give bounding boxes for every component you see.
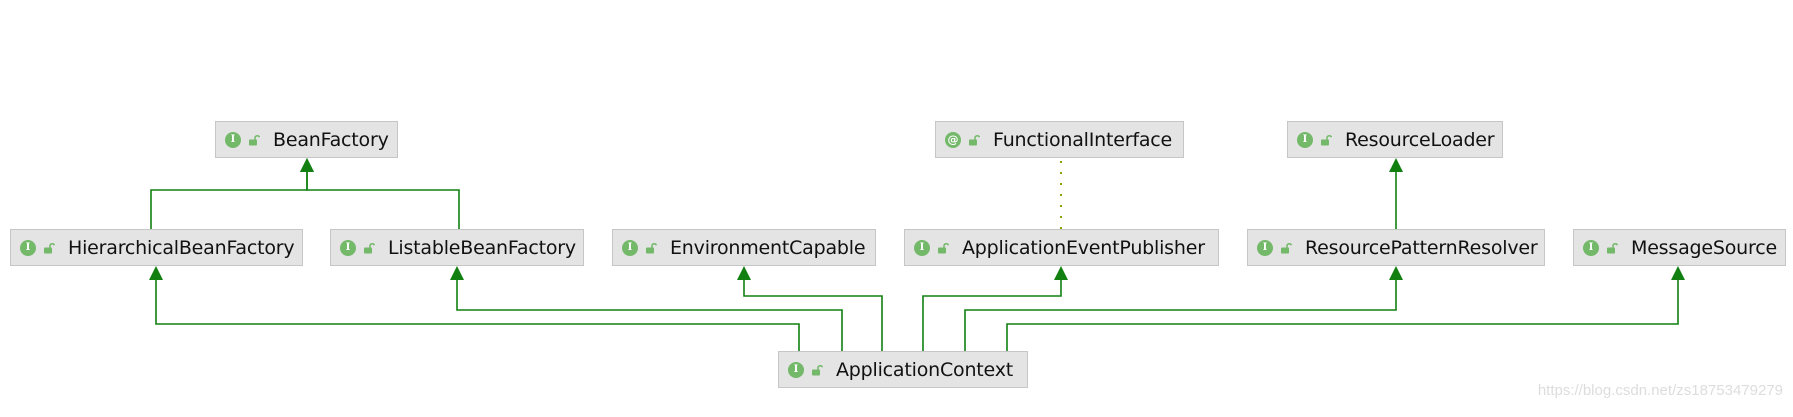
node-label: ListableBeanFactory (388, 236, 576, 259)
arrowhead-icon (1389, 266, 1403, 280)
inheritance-line (456, 278, 843, 351)
interface-type-icon: I (1297, 131, 1313, 148)
edge-application-context-to-hierarchical-bean-factory (149, 266, 800, 351)
unlocked-access-icon (812, 364, 823, 375)
watermark: https://blog.csdn.net/zs18753479279 (1537, 382, 1783, 399)
unlocked-access-icon (364, 242, 375, 253)
edge-application-context-to-listable-bean-factory (450, 266, 843, 351)
inheritance-line (306, 170, 460, 229)
inheritance-line (964, 278, 1397, 351)
inheritance-line (743, 278, 883, 351)
node-label: FunctionalInterface (993, 128, 1173, 151)
arrowhead-icon (450, 266, 464, 280)
edge-application-context-to-message-source (1006, 266, 1685, 351)
node-label: HierarchicalBeanFactory (68, 236, 295, 259)
node-message-source[interactable]: I MessageSource (1573, 229, 1786, 266)
arrowhead-icon (300, 158, 314, 172)
edge-resource-pattern-resolver-to-resource-loader (1389, 158, 1403, 229)
unlocked-access-icon (1281, 242, 1292, 253)
node-label: MessageSource (1631, 236, 1777, 259)
arrowhead-icon (1671, 266, 1685, 280)
unlocked-access-icon (44, 242, 55, 253)
edge-application-context-to-application-event-publisher (922, 266, 1068, 351)
unlocked-access-icon (938, 242, 949, 253)
node-environment-capable[interactable]: I EnvironmentCapable (612, 229, 876, 266)
interface-type-icon: I (1257, 239, 1273, 256)
inheritance-line (155, 278, 800, 351)
unlocked-access-icon (249, 134, 260, 145)
annotation-type-icon: @ (945, 131, 961, 148)
node-resource-pattern-resolver[interactable]: I ResourcePatternResolver (1247, 229, 1545, 266)
node-bean-factory[interactable]: I BeanFactory (215, 121, 398, 158)
node-label: BeanFactory (273, 128, 389, 151)
arrowhead-icon (1389, 158, 1403, 172)
node-functional-interface[interactable]: @ FunctionalInterface (935, 121, 1184, 158)
edge-listable-bean-factory-to-bean-factory (300, 158, 460, 229)
arrowhead-icon (737, 266, 751, 280)
inheritance-line (1006, 278, 1679, 351)
inheritance-line (922, 278, 1062, 351)
node-application-event-publisher[interactable]: I ApplicationEventPublisher (904, 229, 1219, 266)
interface-type-icon: I (914, 239, 930, 256)
interface-type-icon: I (788, 361, 804, 378)
node-application-context[interactable]: I ApplicationContext (778, 351, 1028, 388)
edge-application-context-to-resource-pattern-resolver (964, 266, 1403, 351)
inheritance-line (150, 170, 308, 229)
edge-application-context-to-environment-capable (737, 266, 883, 351)
arrowhead-icon (149, 266, 163, 280)
unlocked-access-icon (1321, 134, 1332, 145)
arrowhead-icon (1054, 266, 1068, 280)
node-label: EnvironmentCapable (670, 236, 866, 259)
unlocked-access-icon (1607, 242, 1618, 253)
node-hierarchical-bean-factory[interactable]: I HierarchicalBeanFactory (10, 229, 303, 266)
unlocked-access-icon (646, 242, 657, 253)
interface-type-icon: I (1583, 239, 1599, 256)
node-label: ResourceLoader (1345, 128, 1495, 151)
node-label: ApplicationEventPublisher (962, 236, 1205, 259)
interface-type-icon: I (225, 131, 241, 148)
interface-type-icon: I (622, 239, 638, 256)
interface-type-icon: I (20, 239, 36, 256)
node-resource-loader[interactable]: I ResourceLoader (1287, 121, 1503, 158)
unlocked-access-icon (969, 134, 980, 145)
interface-type-icon: I (340, 239, 356, 256)
node-listable-bean-factory[interactable]: I ListableBeanFactory (330, 229, 584, 266)
node-label: ResourcePatternResolver (1305, 236, 1538, 259)
node-label: ApplicationContext (836, 358, 1013, 381)
edge-hierarchical-bean-factory-to-bean-factory (150, 158, 314, 229)
